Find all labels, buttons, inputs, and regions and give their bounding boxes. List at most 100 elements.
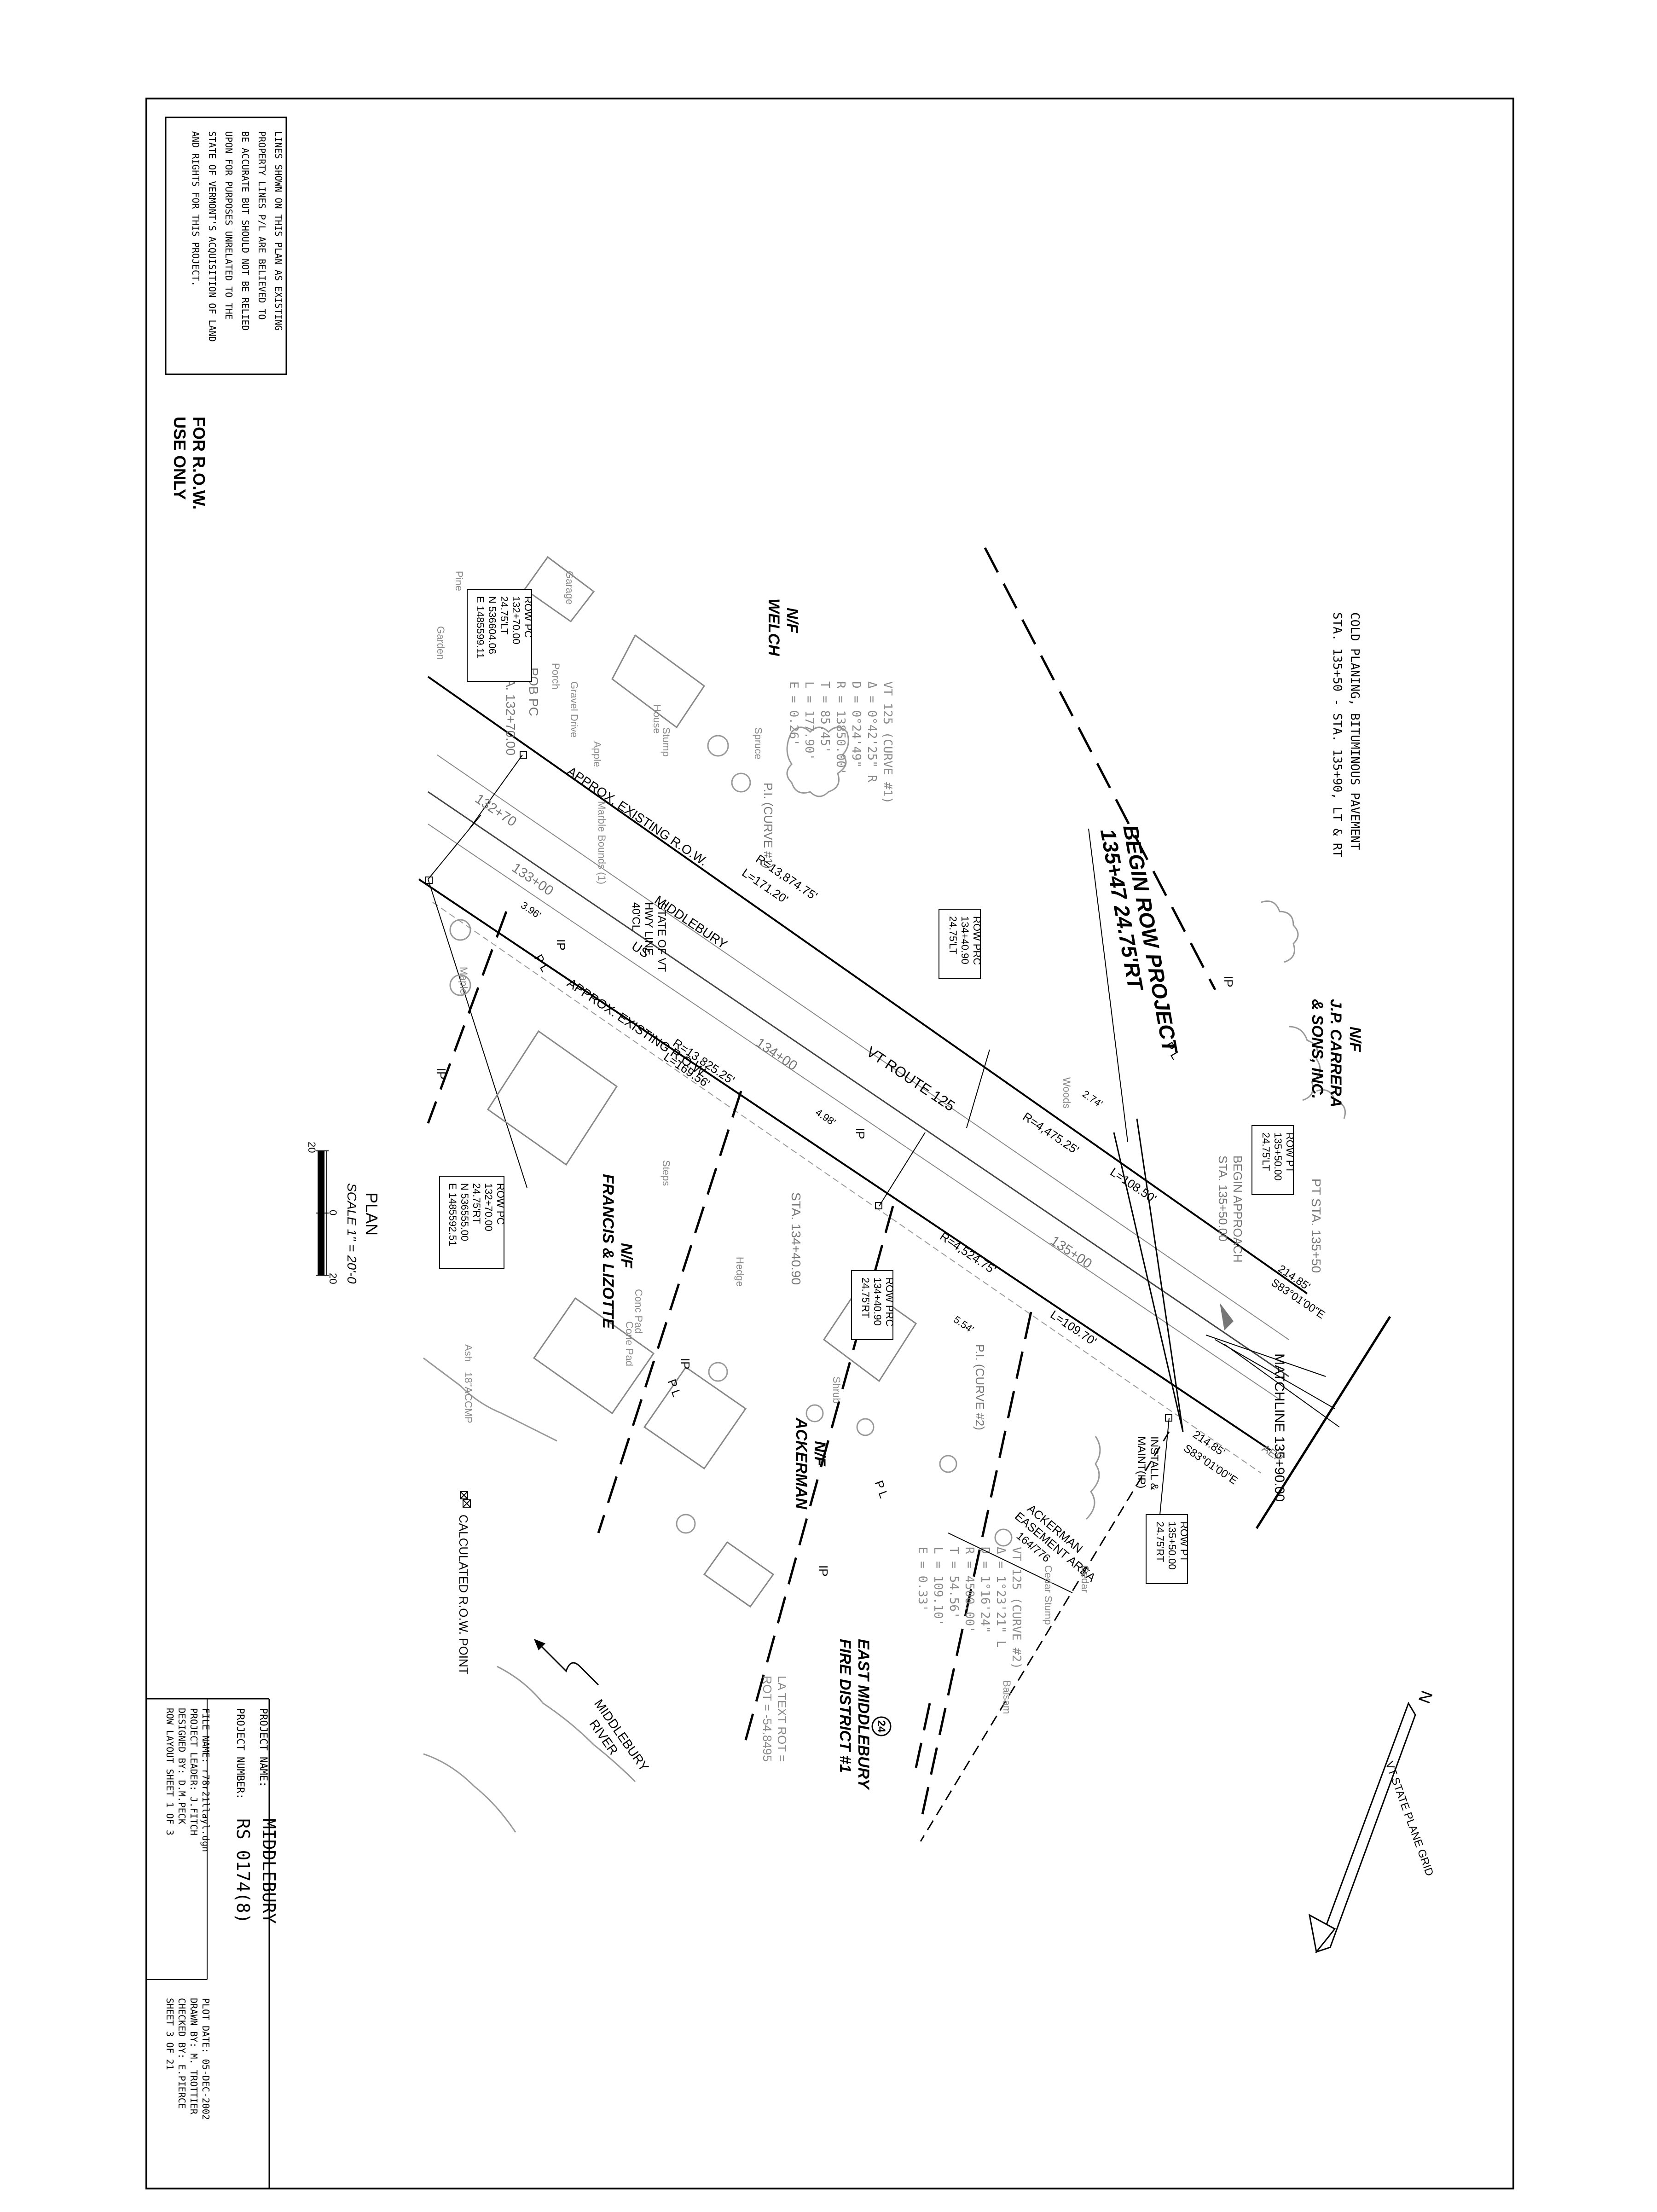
svg-text:R = 4500.00': R = 4500.00'	[962, 1547, 976, 1633]
svg-text:MAINT(IP): MAINT(IP)	[1135, 1436, 1147, 1488]
note-line: AND RIGHTS FOR THIS PROJECT.	[190, 131, 201, 286]
checked-by: CHECKED BY: E.PIERCE	[176, 1998, 187, 2109]
scale-tick-left: 20	[306, 1142, 318, 1153]
svg-text:ROW PT: ROW PT	[1178, 1521, 1190, 1562]
svg-text:EAST MIDDLEBURY: EAST MIDDLEBURY	[855, 1639, 872, 1790]
svg-text:135+50.00: 135+50.00	[1272, 1132, 1284, 1181]
svg-text:N 536555.00: N 536555.00	[459, 1183, 470, 1241]
pt-station: PT STA. 135+50	[1309, 1179, 1323, 1273]
building-francis-garage	[533, 1297, 655, 1415]
svg-text:INSTALL &: INSTALL &	[1148, 1436, 1160, 1490]
svg-text:E 1485592.51: E 1485592.51	[447, 1183, 458, 1246]
plot-date: PLOT DATE: 05-DEC-2002	[200, 1998, 211, 2120]
svg-text:COLD PLANING, BITUMINOUS PAVEM: COLD PLANING, BITUMINOUS PAVEMENT	[1348, 612, 1362, 850]
scale-title: PLAN	[362, 1192, 381, 1236]
svg-text:STA. 135+50 - STA. 135+90, LT: STA. 135+50 - STA. 135+90, LT & RT	[1330, 612, 1344, 858]
svg-text:24.75'LT: 24.75'LT	[1260, 1132, 1272, 1171]
centerline	[428, 791, 1289, 1377]
svg-text:D = 0°24'49": D = 0°24'49"	[849, 681, 863, 768]
install-maint-label: INSTALL & MAINT(IP)	[1135, 1436, 1160, 1490]
svg-text:E 1485599.11: E 1485599.11	[475, 596, 486, 658]
ip-label: IP	[853, 1128, 867, 1139]
legend-calculated-row-point: CALCULATED R.O.W. POINT	[457, 1491, 470, 1675]
fire-district-boundary	[920, 1431, 1170, 1842]
svg-text:134+40.90: 134+40.90	[959, 916, 971, 964]
building-ackerman-house	[823, 1283, 917, 1382]
project-name-label: PROJECT NAME:	[257, 1708, 269, 1787]
project-leader: PROJECT LEADER: J.FITCH	[188, 1708, 199, 1835]
svg-text:L = 109.10': L = 109.10'	[931, 1547, 945, 1626]
building-welch-house	[611, 634, 706, 729]
svg-text:ROW PRC: ROW PRC	[971, 916, 983, 965]
dim-label: R=4,475.25'	[1020, 1109, 1082, 1157]
svg-text:Garden: Garden	[435, 626, 446, 660]
text-rot-label: LA TEXT ROT = ROT = -54.8495	[760, 1676, 789, 1762]
callout-row-prc-lt: ROW PRC 134+40.90 24.75'LT	[939, 909, 983, 979]
scale-text: SCALE 1" = 20'-0	[345, 1183, 359, 1284]
north-arrow: N VT STATE PLANE GRID	[1308, 1688, 1437, 1954]
svg-text:ROW PC: ROW PC	[495, 1183, 506, 1225]
svg-text:STATE OF VT: STATE OF VT	[655, 902, 668, 972]
vegetation	[423, 726, 1346, 1833]
building-ackerman-garage	[643, 1366, 747, 1470]
svg-text:24: 24	[875, 1720, 887, 1733]
callout-row-pc-lt: ROW PC 132+70.00 24.75'LT N 536604.06 E …	[467, 589, 534, 682]
disclaimer-note: LINES SHOWN ON THIS PLAN AS EXISTING PRO…	[165, 116, 287, 375]
svg-text:BEGIN APPROACH: BEGIN APPROACH	[1231, 1155, 1245, 1263]
prc-station: STA. 134+40.90	[789, 1192, 803, 1285]
svg-text:Conc Pad: Conc Pad	[633, 1289, 644, 1334]
drawn-by: DRAWN BY: M. TROTTIER	[188, 1998, 199, 2115]
row-layout-sheet: ROW LAYOUT SHEET 1 OF 3	[164, 1708, 175, 1835]
svg-text:T = 54.56': T = 54.56'	[947, 1547, 961, 1619]
svg-text:ROW PC: ROW PC	[522, 596, 534, 638]
curve-2-table: VT 125 (CURVE #2) Δ = 1°23'21" L D = 1°1…	[915, 1547, 1023, 1669]
svg-text:CALCULATED R.O.W. POINT: CALCULATED R.O.W. POINT	[457, 1515, 470, 1675]
svg-text:VT 125 (CURVE #1): VT 125 (CURVE #1)	[881, 681, 894, 804]
dim-label: 2.74'	[1080, 1088, 1105, 1109]
svg-text:LA TEXT ROT =: LA TEXT ROT =	[775, 1676, 789, 1762]
svg-text:Gravel Drive: Gravel Drive	[568, 681, 580, 737]
approx-row-line-left	[427, 676, 1308, 1295]
svg-text:135+50.00: 135+50.00	[1166, 1521, 1178, 1570]
owner-francis-lizotte: N/F FRANCIS & LIZOTTE	[599, 1174, 635, 1330]
svg-text:Woods: Woods	[1061, 1077, 1072, 1109]
owner-fire-district: EAST MIDDLEBURY FIRE DISTRICT #1	[836, 1639, 872, 1790]
pi-curve-2: P.I. (CURVE #2)	[973, 1344, 987, 1430]
building-francis-house	[487, 1030, 618, 1166]
svg-text:N/F: N/F	[783, 608, 801, 633]
title-block: PROJECT NAME: MIDDLEBURY PROJECT NUMBER:…	[146, 1698, 279, 2189]
project-number: RS 0174(8)	[233, 1818, 253, 1924]
callout-row-pc-rt: ROW PC 132+70.00 24.75'RT N 536555.00 E …	[439, 1176, 506, 1269]
radial-lines	[428, 755, 1170, 1515]
row-offset-line	[432, 902, 1262, 1474]
svg-text:T = 85.45': T = 85.45'	[818, 681, 832, 754]
owner-ackerman: N/F ACKERMAN	[793, 1417, 828, 1510]
ip-label: IP	[435, 1068, 448, 1080]
svg-text:40'CL: 40'CL	[630, 902, 642, 931]
designed-by: DESIGNED BY: D.M.PECK	[176, 1708, 187, 1824]
route-label: VT ROUTE 125	[863, 1043, 958, 1115]
svg-text:Stump: Stump	[660, 727, 672, 757]
svg-text:D = 1°16'24": D = 1°16'24"	[978, 1547, 992, 1633]
svg-text:VT 125 (CURVE #2): VT 125 (CURVE #2)	[1009, 1547, 1023, 1669]
dim-label: 4.98'	[813, 1106, 838, 1128]
file-name: FILE NAME: r78r21llayl.dgn	[200, 1708, 211, 1852]
svg-text:Ash: Ash	[463, 1344, 474, 1362]
svg-text:FIRE DISTRICT #1: FIRE DISTRICT #1	[836, 1639, 854, 1773]
project-name: MIDDLEBURY	[259, 1818, 279, 1924]
match-line-label: MATCHLINE 135+90.00	[1272, 1353, 1287, 1502]
pl-label: P L	[665, 1377, 684, 1399]
roadway-edge	[437, 755, 1289, 1340]
svg-text:Δ = 0°42'25" R: Δ = 0°42'25" R	[865, 681, 879, 782]
svg-text:USE ONLY: USE ONLY	[170, 417, 189, 500]
svg-text:Steps: Steps	[660, 1160, 672, 1186]
roadway-edge	[428, 824, 1280, 1400]
svg-text:STA. 135+50.00: STA. 135+50.00	[1216, 1155, 1230, 1242]
ip-label: IP	[678, 1358, 692, 1370]
svg-text:Spruce: Spruce	[753, 727, 764, 760]
callout-row-prc-rt: ROW PRC 134+40.90 24.75'RT	[851, 1270, 895, 1340]
svg-text:E = 0.33': E = 0.33'	[915, 1547, 929, 1612]
hwy-line-label: STATE OF VT HWY LINE 40'CL	[630, 902, 668, 972]
river-arrow	[538, 1643, 599, 1686]
